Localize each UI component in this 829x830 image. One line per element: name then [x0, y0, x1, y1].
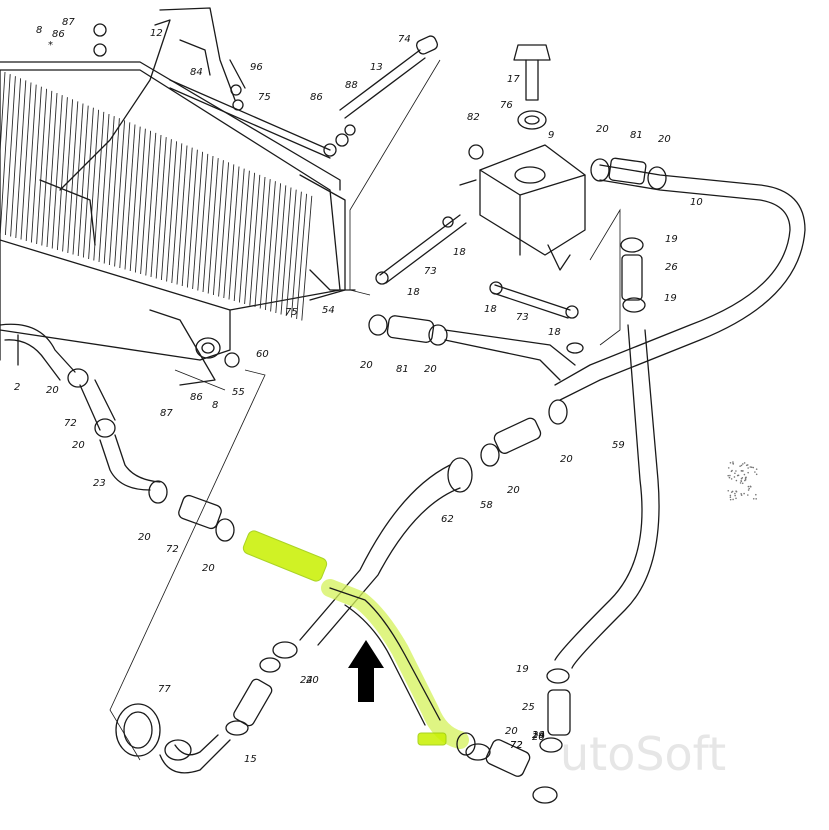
callout-8: 8 [36, 25, 42, 36]
callout-star: * [48, 40, 53, 51]
callout-20: 20 [560, 454, 573, 465]
callout-72: 72 [166, 544, 179, 555]
callout-20: 20 [72, 440, 85, 451]
callout-20: 20 [360, 360, 373, 371]
scan-speckle [727, 461, 758, 501]
callout-20: 20 [306, 675, 319, 686]
callout-73: 73 [516, 312, 529, 323]
callout-87: 87 [62, 17, 75, 28]
clamp-58 [447, 457, 473, 493]
callout-20: 20 [424, 364, 437, 375]
callout-88: 88 [345, 80, 358, 91]
callout-86: 86 [190, 392, 203, 403]
callout-72: 72 [64, 418, 77, 429]
callout-55: 55 [232, 387, 245, 398]
radiator [0, 61, 356, 386]
callout-20: 20 [202, 563, 215, 574]
callout-72: 72 [510, 740, 523, 751]
callout-82: 82 [467, 112, 480, 123]
callout-13: 13 [370, 62, 383, 73]
watermark: utoSoft [560, 727, 726, 781]
hose-62 [299, 464, 451, 641]
callout-19: 19 [516, 664, 529, 675]
elbow-15 [159, 734, 231, 774]
cap-74 [415, 35, 439, 55]
callout-25: 25 [522, 702, 535, 713]
callout-9: 9 [548, 130, 554, 141]
callout-2: 2 [14, 382, 20, 393]
bar-75 [169, 79, 331, 151]
callout-75: 75 [258, 92, 271, 103]
callout-20: 20 [658, 134, 671, 145]
callout-73: 73 [424, 266, 437, 277]
callout-74: 74 [398, 34, 411, 45]
callout-20: 20 [507, 485, 520, 496]
callout-8: 8 [212, 400, 218, 411]
callout-81: 81 [630, 130, 643, 141]
callout-20: 20 [596, 124, 609, 135]
callout-24: 24 [532, 730, 545, 741]
callout-23: 23 [93, 478, 106, 489]
callout-18: 18 [548, 327, 561, 338]
hose-10 [559, 164, 806, 401]
tube-73-lower [494, 284, 571, 311]
highlighted-hose [242, 530, 476, 756]
gasket-77 [115, 703, 161, 757]
callout-87: 87 [160, 408, 173, 419]
callout-15: 15 [244, 754, 257, 765]
callout-59: 59 [612, 440, 625, 451]
callout-86: 86 [310, 92, 323, 103]
callout-19: 19 [665, 234, 678, 245]
callout-96: 96 [250, 62, 263, 73]
hose-24-upper [493, 417, 542, 454]
callout-19: 19 [532, 730, 545, 741]
callout-18: 18 [453, 247, 466, 258]
hose-25 [547, 689, 571, 736]
callout-75: 75 [285, 307, 298, 318]
tube-73-upper [379, 214, 461, 276]
callout-20: 20 [46, 385, 59, 396]
callout-86: 86 [52, 29, 65, 40]
callout-24: 24 [300, 675, 313, 686]
tube-13 [339, 49, 421, 111]
callout-18: 18 [407, 287, 420, 298]
callout-54: 54 [322, 305, 335, 316]
callout-20: 20 [505, 726, 518, 737]
callout-77: 77 [158, 684, 171, 695]
callout-17: 17 [507, 74, 520, 85]
callout-58: 58 [480, 500, 493, 511]
callout-19: 19 [664, 293, 677, 304]
callout-26: 26 [665, 262, 678, 273]
callout-20: 20 [532, 732, 545, 743]
hose-72-left [178, 494, 222, 530]
callout-10: 10 [690, 197, 703, 208]
callout-72: 72 [510, 740, 523, 751]
callout-81: 81 [396, 364, 409, 375]
hose-23 [99, 434, 161, 491]
callout-20: 20 [138, 532, 151, 543]
callout-18: 18 [484, 304, 497, 315]
callout-60: 60 [256, 349, 269, 360]
hose-72-lower [485, 739, 531, 777]
expansion-tank [459, 44, 586, 271]
arrow-up-icon [348, 640, 384, 702]
part-2 [0, 329, 19, 366]
callout-12: 12 [150, 28, 163, 39]
hose-81-upper [608, 157, 647, 185]
callout-62: 62 [441, 514, 454, 525]
callout-76: 76 [500, 100, 513, 111]
callout-84: 84 [190, 67, 203, 78]
hose-24-lower [233, 678, 273, 727]
hose-59 [554, 324, 643, 661]
hose-81-middle [386, 315, 435, 343]
